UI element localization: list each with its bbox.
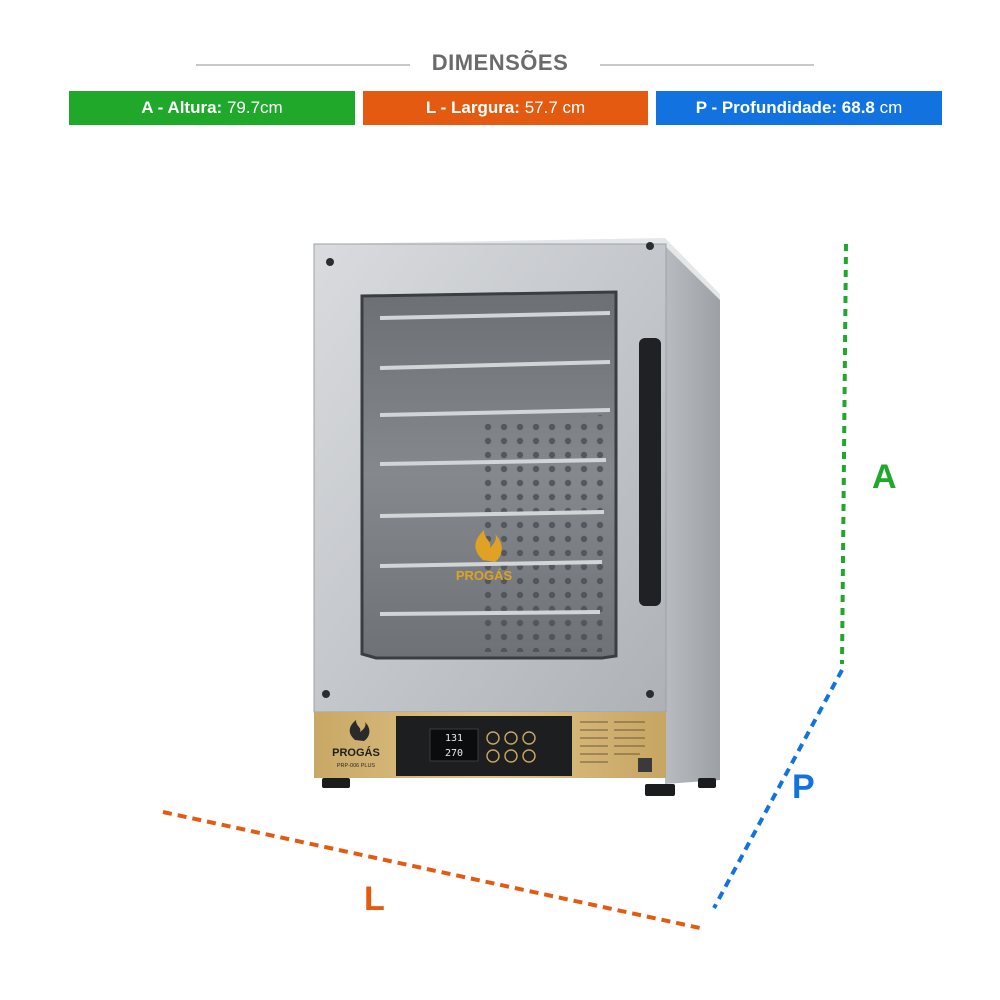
oven-perforated-back	[480, 415, 606, 652]
width-label: L - Largura:	[425, 98, 520, 117]
depth-axis-letter: P	[792, 768, 815, 806]
control-display-panel	[396, 716, 572, 776]
window-logo: PROGÁS	[456, 530, 513, 583]
height-value: 79.7cm	[226, 98, 283, 117]
oven-racks	[379, 311, 611, 616]
oven-feet	[322, 778, 716, 796]
header-left-divider	[196, 64, 410, 66]
depth-value: cm	[879, 98, 903, 117]
width-value: 57.7 cm	[524, 98, 586, 117]
oven-side-panel	[665, 240, 720, 784]
height-axis-letter: A	[872, 458, 897, 496]
panel-model: PRP-006 PLUS	[337, 763, 376, 769]
panel-brand: PROGÁS	[332, 746, 380, 759]
display-line-1: 131	[445, 733, 463, 744]
display-line-2: 270	[445, 748, 463, 759]
height-label: A - Altura:	[141, 98, 223, 117]
oven-door-handle	[639, 338, 661, 606]
panel-flame-icon	[349, 720, 370, 741]
depth-badge: P - Profundidade: 68.8 cm	[656, 91, 942, 125]
header-right-divider	[600, 64, 814, 66]
window-brand: PROGÁS	[456, 568, 513, 583]
qr-code-icon	[638, 758, 652, 772]
width-axis-letter: L	[364, 880, 385, 918]
depth-dimension-line	[712, 669, 844, 909]
width-dimension-line	[162, 810, 701, 930]
dimensions-header: DIMENSÕES	[0, 50, 1000, 80]
depth-label: P - Profundidade: 68.8	[695, 98, 875, 117]
temperature-display	[429, 728, 479, 762]
flame-icon	[475, 530, 502, 562]
height-dimension-line	[840, 243, 848, 665]
height-badge: A - Altura: 79.7cm	[69, 91, 355, 125]
oven-screws	[322, 242, 654, 698]
panel-instructions	[580, 721, 645, 763]
page-title: DIMENSÕES	[431, 50, 569, 75]
control-buttons	[486, 731, 536, 763]
width-badge: L - Largura: 57.7 cm	[363, 91, 648, 125]
